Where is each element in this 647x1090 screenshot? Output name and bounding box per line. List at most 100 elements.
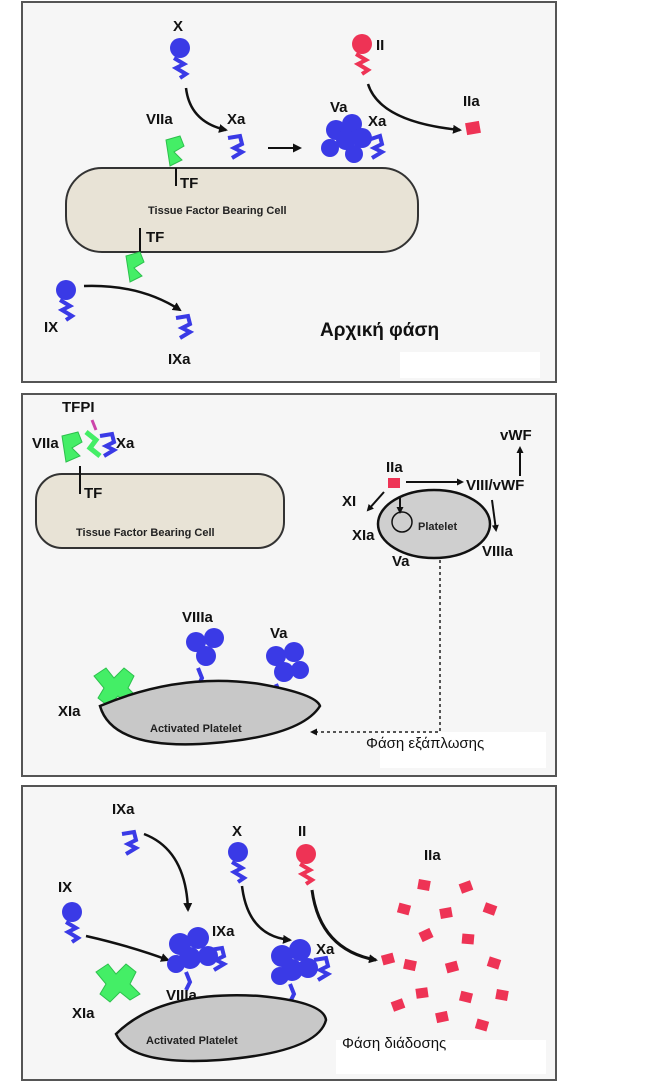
arrow-ii-to-iia xyxy=(366,83,462,134)
label-viiia: VIIIa xyxy=(182,609,214,626)
arrow-viii-to-viiia xyxy=(491,499,499,532)
label-xa: Xa xyxy=(116,435,135,452)
arrow-iia-to-xi xyxy=(366,491,385,512)
panel-corner-patch xyxy=(336,1040,546,1074)
label-tf: TF xyxy=(84,485,102,502)
panel-amplification: TFPI VIIa Xa TF Tissue Factor Bearing Ce… xyxy=(21,393,557,777)
label-xia: XIa xyxy=(352,527,375,544)
arrow-ixa-down xyxy=(143,832,193,912)
factor-iia-molecule xyxy=(465,120,481,136)
factor-xa-molecule xyxy=(227,133,247,160)
label-xia: XIa xyxy=(72,1005,95,1022)
label-xa: Xa xyxy=(227,111,246,128)
label-ii: II xyxy=(376,37,384,54)
activated-platelet-label: Activated Platelet xyxy=(146,1035,238,1047)
factor-va-xa-complex xyxy=(271,939,333,1003)
iia-mark xyxy=(458,990,474,1004)
iia-mark xyxy=(444,960,460,974)
label-ixa: IXa xyxy=(168,351,191,368)
activated-platelet-label: Activated Platelet xyxy=(150,723,242,735)
panel-initiation: X II VIIa Xa Va Xa IIa xyxy=(21,1,557,383)
factor-iia-molecule xyxy=(388,478,400,488)
iia-mark xyxy=(396,902,412,916)
iia-mark xyxy=(495,989,509,1001)
label-xia-big: XIa xyxy=(58,703,81,720)
label-iia: IIa xyxy=(424,847,441,864)
activated-platelet xyxy=(114,994,328,1063)
iia-mark xyxy=(439,907,453,919)
caption-initiation: Αρχική φάση xyxy=(320,320,439,341)
label-tfpi: TFPI xyxy=(62,399,95,416)
label-ix: IX xyxy=(44,319,58,336)
factor-viiia-ixa-complex xyxy=(167,927,229,991)
iia-mark xyxy=(390,998,406,1012)
platelet-label: Platelet xyxy=(418,521,457,533)
arrow-ix-to-ixa xyxy=(83,284,182,312)
iia-mark xyxy=(458,880,474,894)
tf-green-molecule-bottom xyxy=(125,251,145,283)
factor-x-molecule xyxy=(228,842,248,884)
label-ii: II xyxy=(298,823,306,840)
cell-label: Tissue Factor Bearing Cell xyxy=(76,527,215,539)
label-iia: IIa xyxy=(463,93,480,110)
panel-corner-patch xyxy=(400,352,540,378)
platelet xyxy=(376,488,492,560)
iia-mark xyxy=(461,933,475,945)
arrow-x-to-xa xyxy=(240,885,292,944)
iia-mark xyxy=(380,952,396,966)
caption-amplification: Φάση εξάπλωσης xyxy=(366,735,484,752)
factor-va-xa-complex xyxy=(321,114,387,163)
label-viia: VIIa xyxy=(32,435,59,452)
arrow-ix-to-complex xyxy=(85,934,170,962)
label-viia: VIIa xyxy=(146,111,173,128)
factor-viiia-molecule xyxy=(186,628,224,687)
tfpi-viia-xa-complex xyxy=(61,419,119,463)
label-xa: Xa xyxy=(316,941,335,958)
panel-propagation: IXa X II IIa IX xyxy=(21,785,557,1081)
factor-xia-molecule xyxy=(95,963,141,1003)
label-va-small: Va xyxy=(392,553,410,570)
tissue-factor-bearing-cell xyxy=(35,473,285,549)
iia-mark xyxy=(415,987,429,999)
factor-ix-molecule xyxy=(62,902,82,944)
label-ixa-top: IXa xyxy=(112,801,135,818)
label-ixa-mid: IXa xyxy=(212,923,235,940)
iia-mark xyxy=(435,1010,449,1024)
label-x: X xyxy=(232,823,242,840)
factor-ixa-molecule-top xyxy=(121,829,141,856)
iia-mark xyxy=(418,927,434,943)
iia-cloud xyxy=(380,879,509,1032)
label-vwf: vWF xyxy=(500,427,532,444)
factor-x-molecule xyxy=(170,38,190,80)
label-xi: XI xyxy=(342,493,356,510)
label-xa-complex: Xa xyxy=(368,113,387,130)
label-ix: IX xyxy=(58,879,72,896)
iia-mark xyxy=(417,879,431,891)
label-va: Va xyxy=(270,625,288,642)
caption-propagation: Φάση διάδοσης xyxy=(342,1035,446,1052)
factor-ixa-molecule xyxy=(175,313,195,340)
label-viii-vwf: VIII/vWF xyxy=(466,477,524,494)
factor-ii-molecule xyxy=(352,34,372,76)
iia-mark xyxy=(474,1018,490,1032)
label-tf-top: TF xyxy=(180,175,198,192)
panel-corner-patch xyxy=(380,732,546,768)
tissue-factor-bearing-cell xyxy=(65,167,419,253)
iia-mark xyxy=(486,956,502,970)
cell-label: Tissue Factor Bearing Cell xyxy=(148,205,287,217)
label-va: Va xyxy=(330,99,348,116)
arrow-x-to-xa xyxy=(184,87,228,133)
iia-mark xyxy=(482,902,498,916)
factor-ii-molecule xyxy=(296,844,316,886)
label-tf-bottom: TF xyxy=(146,229,164,246)
arrow-ii-to-iia xyxy=(310,889,378,964)
factor-ix-molecule xyxy=(56,280,76,322)
factor-viia-molecule xyxy=(165,135,185,167)
iia-mark xyxy=(403,958,417,972)
label-viiia-small: VIIIa xyxy=(482,543,514,560)
label-x: X xyxy=(173,18,183,35)
label-iia: IIa xyxy=(386,459,403,476)
activated-platelet xyxy=(98,679,322,746)
